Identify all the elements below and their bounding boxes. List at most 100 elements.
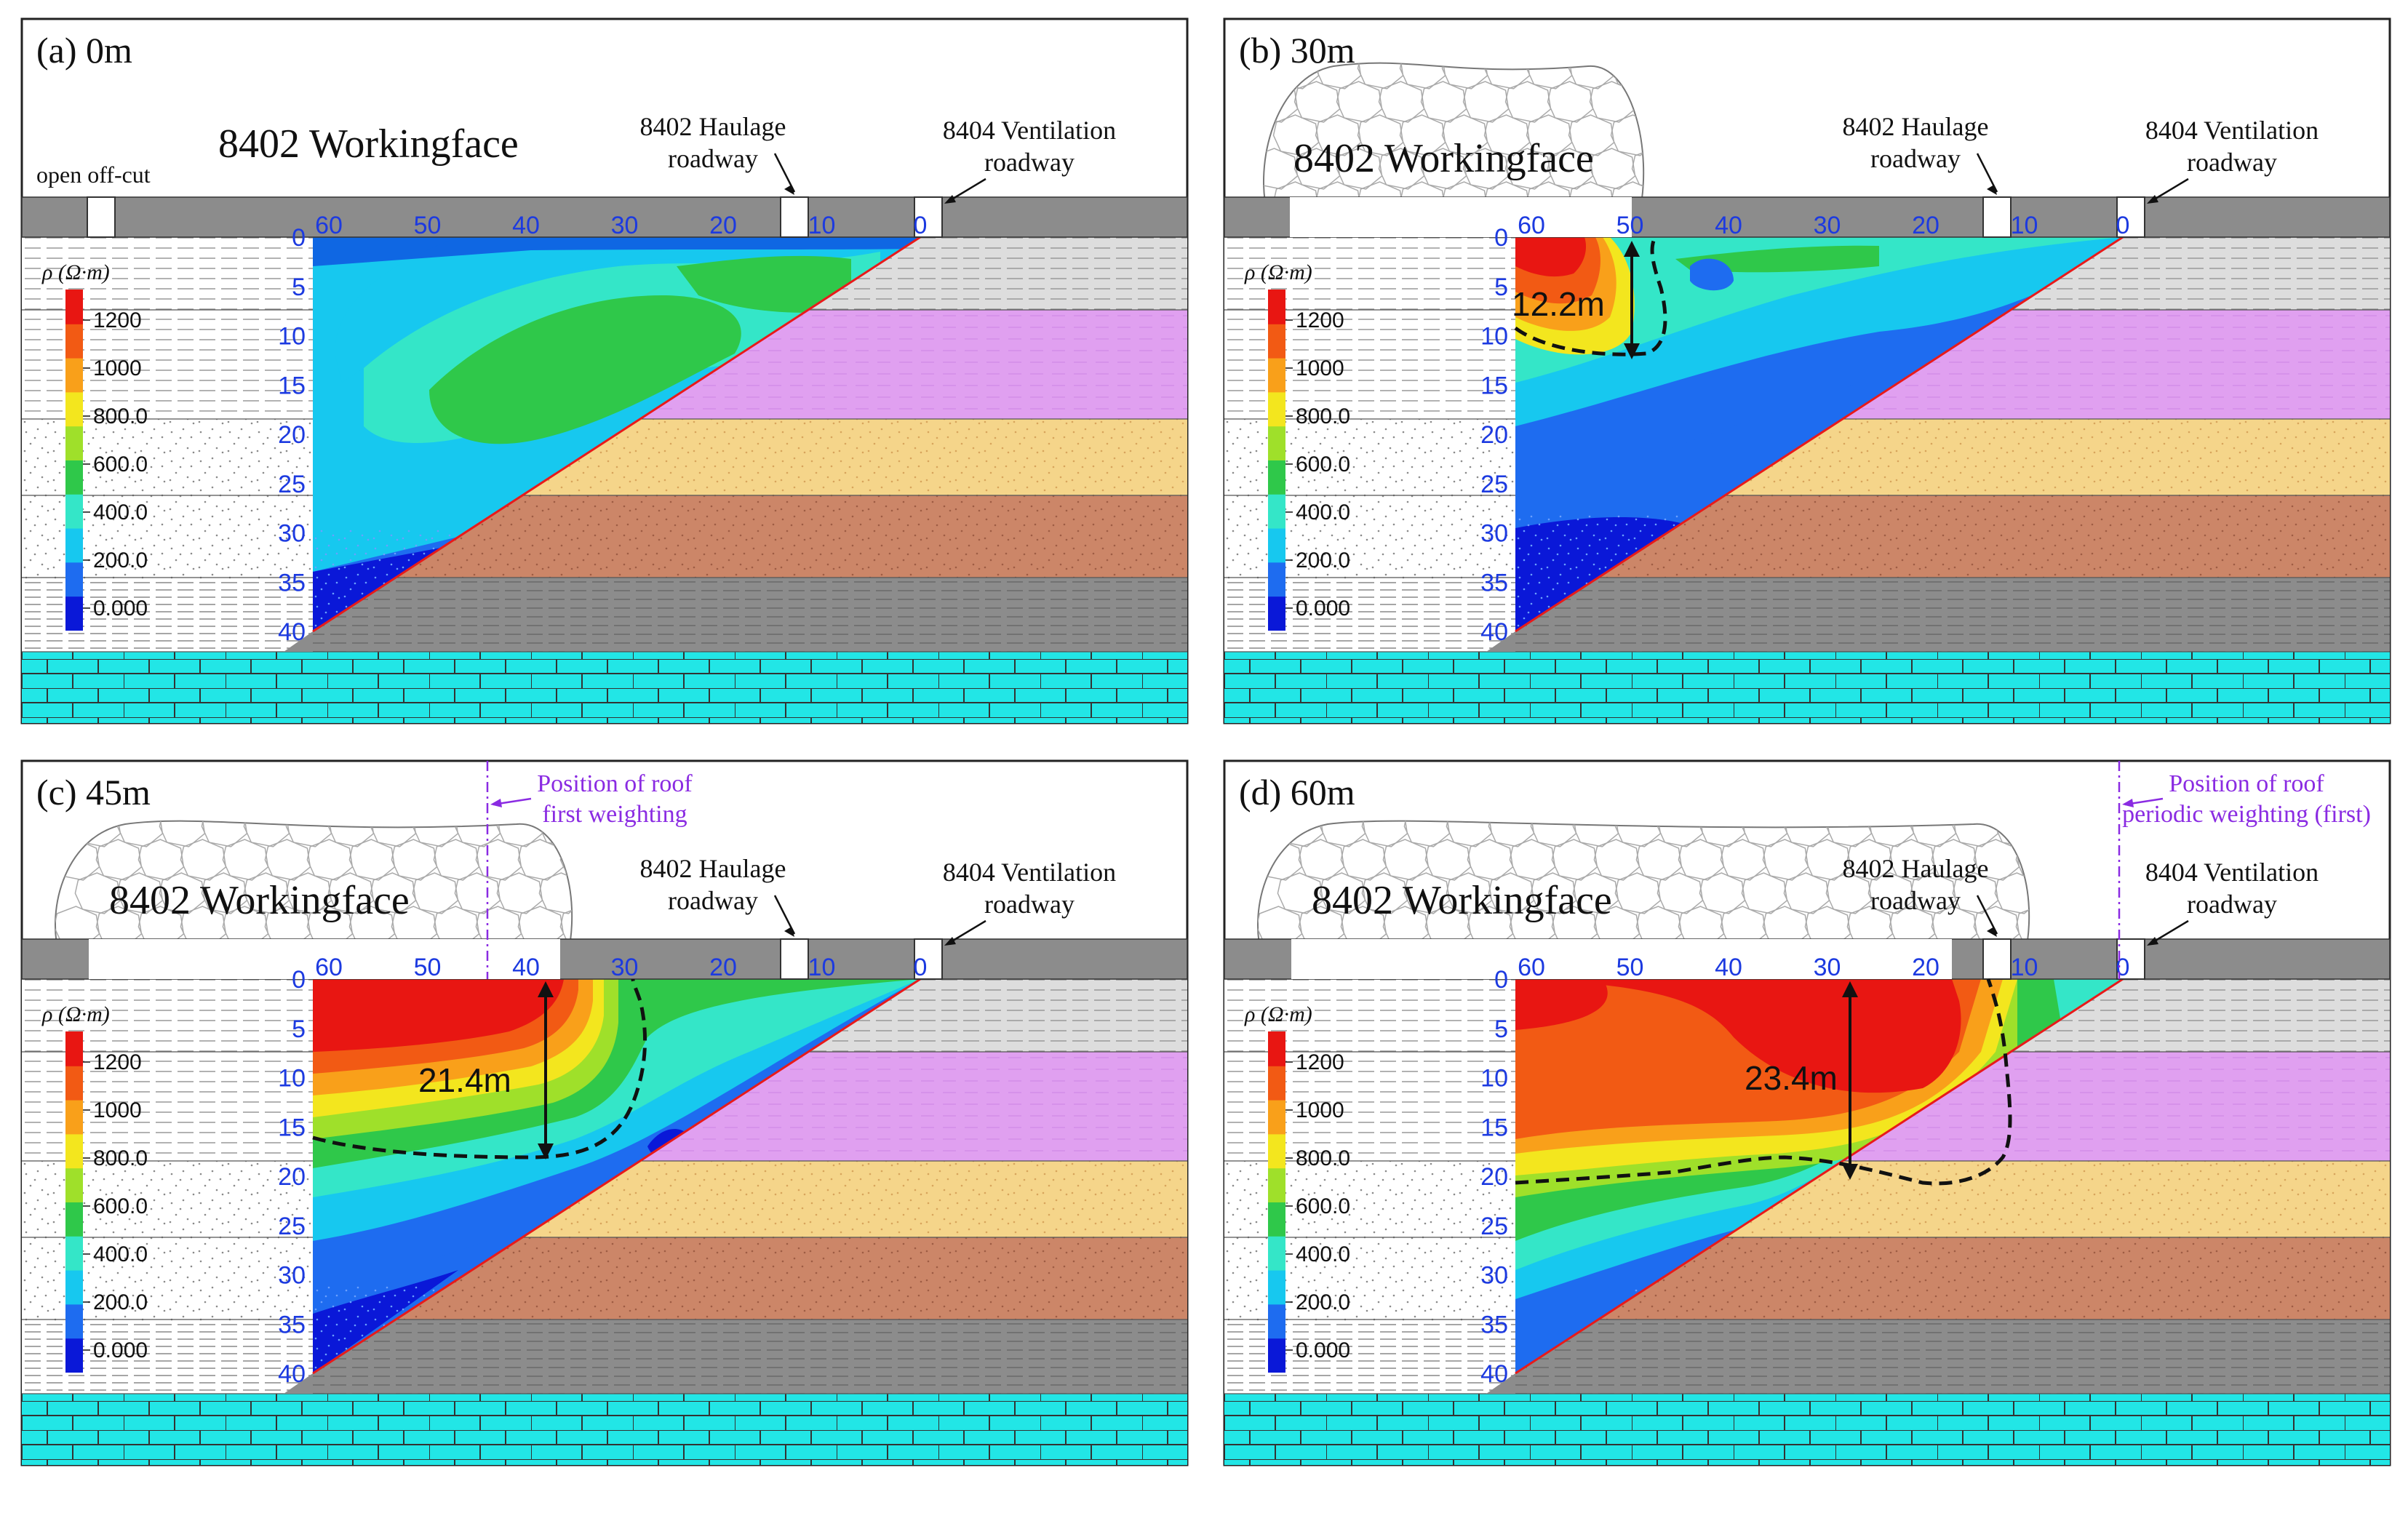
rubble-block — [1825, 821, 1873, 847]
haulage-roadway — [780, 196, 809, 238]
legend-label: 1200 — [93, 308, 142, 332]
rubble-block — [559, 906, 573, 948]
legend-swatch — [65, 391, 83, 427]
x-tick-label: 30 — [611, 954, 639, 981]
rubble-block — [1293, 148, 1341, 190]
contour-band — [313, 979, 564, 1052]
x-tick-label: 60 — [1518, 212, 1545, 239]
rubble-block — [327, 821, 375, 847]
ventilation-roadway — [2116, 938, 2145, 980]
ventilation-arrow — [949, 919, 986, 944]
rubble-block — [243, 872, 290, 914]
legend-label: 1000 — [93, 1098, 142, 1122]
y-tick-label: 35 — [278, 1311, 306, 1338]
x-tick-label: 10 — [808, 954, 836, 981]
rubble-block — [1264, 148, 1299, 190]
x-tick-label: 10 — [2011, 212, 2038, 239]
contour-band — [429, 295, 741, 444]
legend-label: 1000 — [1296, 356, 1344, 380]
y-tick-label: 5 — [1494, 274, 1508, 301]
rubble-block — [1441, 63, 1488, 89]
y-tick-label: 25 — [1480, 471, 1508, 498]
legend-label: 600.0 — [1296, 1194, 1350, 1218]
y-tick-label: 40 — [278, 1360, 306, 1388]
y-tick-label: 35 — [278, 569, 306, 596]
x-tick-label: 50 — [414, 954, 442, 981]
open-off-cut — [87, 196, 116, 238]
rubble-block — [1657, 872, 1704, 914]
rubble-block — [1424, 839, 1472, 881]
rubble-block — [1699, 872, 1746, 914]
rubble-block — [1272, 114, 1320, 156]
rubble-block — [137, 839, 185, 881]
legend-label: 800.0 — [1296, 1146, 1350, 1170]
open-off-cut-label: open off-cut — [36, 161, 151, 188]
inversion-boundary — [312, 978, 921, 1375]
rubble-block — [1378, 148, 1425, 190]
goaf-rubble — [1257, 820, 2030, 958]
rubble-block — [1699, 821, 1746, 847]
y-tick-label: 5 — [292, 1015, 306, 1043]
contour-band — [1515, 237, 1587, 277]
rubble-block — [1378, 81, 1425, 123]
x-tick-label: 30 — [1814, 212, 1841, 239]
y-tick-label: 15 — [1480, 372, 1508, 399]
rubble-block — [159, 821, 206, 847]
legend-swatch — [65, 493, 83, 529]
legend-swatch — [1268, 323, 1285, 359]
y-tick-label: 20 — [1480, 421, 1508, 449]
height-label: 23.4m — [1745, 1059, 1838, 1097]
x-tick-label: 60 — [315, 212, 343, 239]
legend-title: ρ (Ω·m) — [1244, 260, 1312, 284]
stratum-limestone — [1224, 652, 2390, 723]
arrow-head — [1842, 981, 1858, 997]
legend-swatch — [65, 323, 83, 359]
contour-band — [313, 237, 920, 266]
legend-label: 1200 — [1296, 1050, 1344, 1074]
y-tick-label: 30 — [278, 520, 306, 548]
rubble-block — [1504, 148, 1552, 190]
rubble-block — [95, 839, 143, 881]
rubble-block — [327, 872, 375, 914]
legend-swatch — [1268, 460, 1285, 495]
ventilation-arrow — [2151, 177, 2189, 202]
rubble-block — [1867, 872, 1915, 914]
y-tick-label: 20 — [1480, 1163, 1508, 1191]
x-tick-label: 0 — [2116, 212, 2130, 239]
rubble-block — [433, 839, 480, 881]
rubble-block — [1720, 839, 1767, 881]
arrow-head — [538, 1143, 554, 1159]
rubble-block — [243, 821, 290, 847]
y-tick-label: 30 — [278, 1262, 306, 1290]
rubble-block — [1420, 81, 1467, 123]
rubble-block — [1530, 821, 1577, 847]
arrow-head — [944, 937, 956, 946]
ventilation-arrow — [949, 177, 986, 202]
rubble-block — [1488, 872, 1535, 914]
legend-swatch — [65, 290, 83, 324]
rubble-block — [1526, 114, 1573, 156]
rubble-block — [1631, 148, 1644, 190]
rubble-block — [1488, 821, 1535, 847]
legend-label: 0.000 — [1296, 596, 1350, 620]
goaf-blocks — [1264, 63, 1644, 215]
rubble-block — [1382, 839, 1430, 881]
legend-swatch — [1268, 1065, 1285, 1101]
rubble-block — [1572, 821, 1619, 847]
rubble-block — [1568, 114, 1615, 156]
rubble-block — [1462, 81, 1510, 123]
y-tick-label: 10 — [1480, 323, 1508, 351]
ventilation-roadway — [914, 196, 943, 238]
x-tick-label: 20 — [709, 212, 737, 239]
rubble-block — [1589, 81, 1636, 123]
rubble-block — [1952, 821, 1999, 847]
haulage-roadway — [1982, 196, 2012, 238]
